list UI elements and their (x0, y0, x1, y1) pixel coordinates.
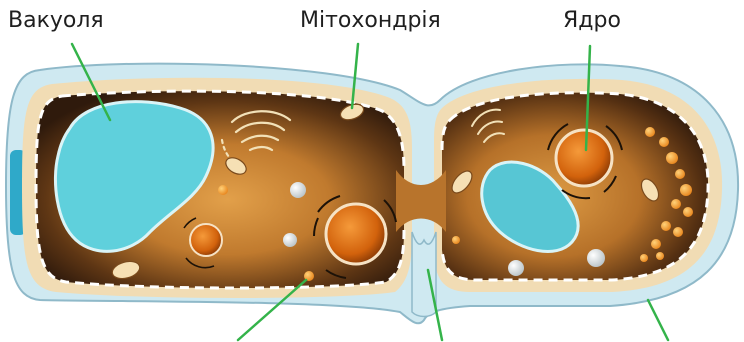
label-vacuole: Вакуоля (8, 8, 104, 33)
label-nucleus: Ядро (563, 8, 621, 33)
leader-line-cell-wall (648, 300, 668, 340)
forming-cross-wall (412, 232, 436, 317)
label-mitochondria: Мітохондрія (300, 8, 441, 33)
